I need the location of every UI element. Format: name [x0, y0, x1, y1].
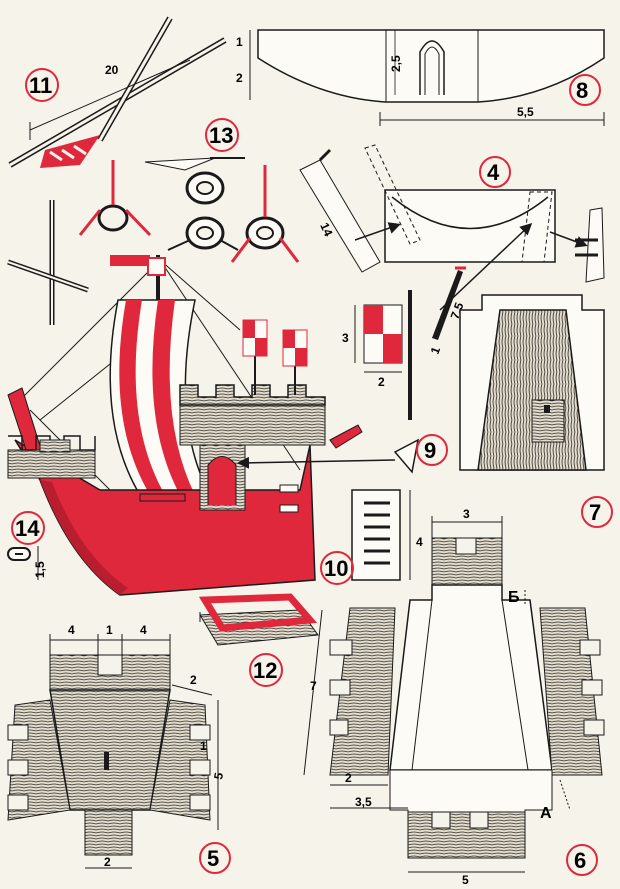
dim-5-2top: 2 — [190, 673, 197, 687]
dim-5-4b: 4 — [140, 623, 147, 637]
part-8-label: 8 — [576, 78, 588, 103]
part-4-mast-fitting — [299, 144, 605, 340]
dim-5-1: 1 — [106, 623, 113, 637]
dim-8-2: 2 — [236, 71, 243, 85]
dim-4-1: 1 — [428, 345, 444, 356]
dim-11-20: 20 — [105, 63, 119, 77]
part-5-net — [7, 634, 219, 869]
part-5-label: 5 — [207, 846, 219, 871]
dim-5-2bottom: 2 — [104, 855, 111, 869]
part-4-marker — [479, 156, 511, 188]
part-11-label: 11 — [29, 73, 52, 98]
flag-detail — [354, 290, 412, 420]
dim-flag-3: 3 — [342, 331, 349, 345]
part-6-label: 6 — [574, 848, 586, 873]
part-14-link — [7, 546, 39, 580]
part-12-frame — [198, 593, 319, 646]
dim-10-4: 4 — [416, 535, 423, 549]
dim-4-14: 14 — [317, 221, 335, 239]
part-9-marker — [416, 434, 448, 466]
dim-6-2: 2 — [345, 771, 352, 785]
part-13-label: 13 — [209, 123, 233, 148]
dim-5-1side: 1 — [200, 739, 207, 753]
cross-spars — [7, 200, 89, 325]
part-13-rings — [78, 157, 300, 263]
part-12-label: 12 — [253, 658, 277, 683]
part-7-marker — [581, 496, 613, 528]
dim-14-1-5: 1,5 — [33, 561, 47, 578]
part-13-marker — [205, 118, 239, 152]
part-7-label: 7 — [589, 500, 601, 525]
dim-5-4a: 4 — [68, 623, 75, 637]
part-11-marker — [25, 68, 59, 102]
part-10-marker — [320, 551, 354, 585]
dim-6-3: 3 — [463, 507, 470, 521]
part-9-bracket — [393, 438, 420, 474]
part-10-ladder — [351, 489, 411, 581]
part-12-marker — [249, 653, 283, 687]
dim-8-1: 1 — [236, 35, 243, 49]
part-8-gate-panel — [249, 29, 605, 126]
dim-8-2-5: 2,5 — [389, 55, 403, 72]
part-6-marker — [566, 844, 598, 876]
label-6-B: Б — [508, 589, 520, 606]
part-10-label: 10 — [324, 556, 348, 581]
dim-6-5: 5 — [462, 873, 469, 887]
dim-5-5: 5 — [211, 771, 226, 780]
part-4-label: 4 — [487, 160, 500, 185]
part-6-net — [303, 516, 605, 873]
part-14-label: 14 — [15, 516, 40, 541]
part-7-stern-panel — [459, 294, 605, 471]
part-9-label: 9 — [424, 438, 436, 463]
label-6-A: А — [540, 805, 552, 822]
part-11-brush — [8, 16, 227, 168]
dim-6-7: 7 — [310, 679, 317, 693]
dim-6-3-5: 3,5 — [355, 795, 372, 809]
dim-8-5-5: 5,5 — [517, 105, 534, 119]
part-14-marker — [11, 511, 45, 545]
part-5-marker — [199, 842, 231, 874]
part-8-marker — [569, 74, 601, 106]
dim-flag-2: 2 — [378, 375, 385, 389]
ship-assembly — [7, 255, 396, 596]
